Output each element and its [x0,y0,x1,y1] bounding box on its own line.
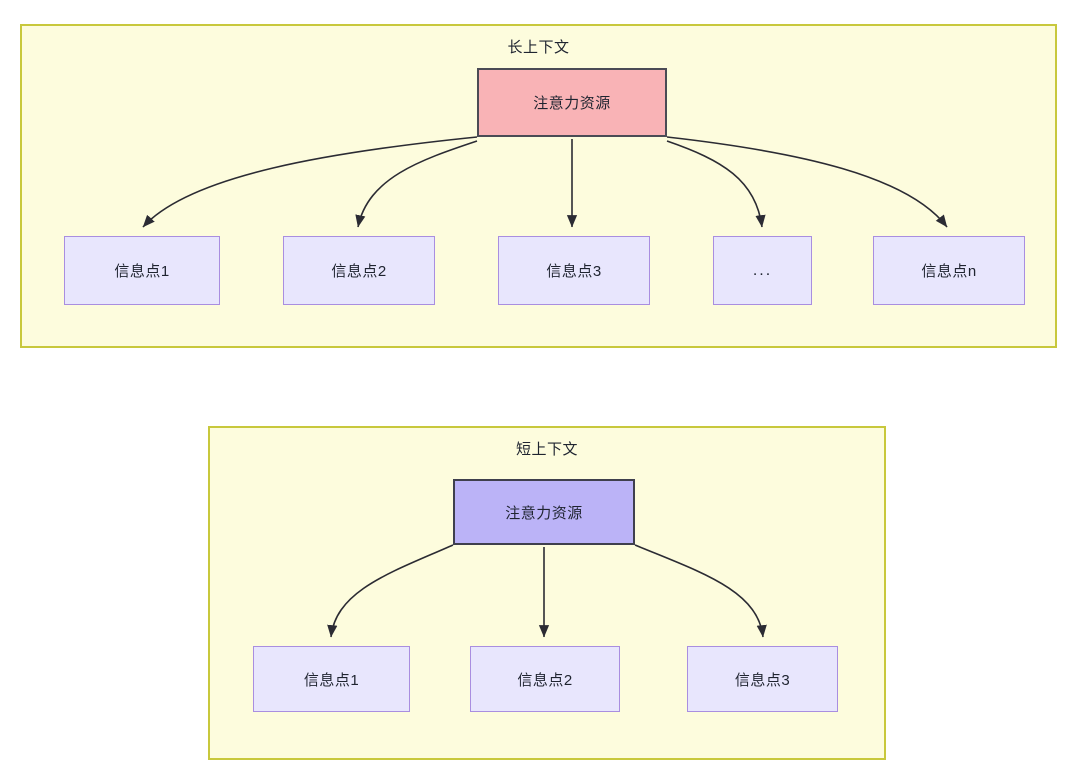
edge-long-to-info-4 [666,140,766,228]
node-label: 信息点3 [734,671,791,689]
node-info-point-3-long[interactable]: 信息点3 [498,236,650,305]
node-label: 信息点2 [331,263,387,280]
node-label: 信息点2 [517,671,573,689]
node-info-point-1-long[interactable]: 信息点1 [64,236,220,305]
node-attention-resource-short[interactable]: 注意力资源 [453,479,635,545]
group-title-long-context: 长上下文 [507,39,570,56]
edge-group-long [142,136,948,228]
node-label: ... [752,261,773,279]
edge-group-short [327,544,767,638]
node-label: 信息点n [921,263,977,280]
node-label: 信息点3 [546,263,602,280]
node-info-point-ellipsis-long[interactable]: ... [713,236,812,305]
edge-long-to-info-2 [355,140,478,228]
node-info-point-n-long[interactable]: 信息点n [873,236,1025,305]
node-info-point-3-short[interactable]: 信息点3 [687,646,838,712]
node-label: 信息点1 [114,263,170,280]
edge-long-to-info-5 [666,136,948,228]
node-label: 信息点1 [303,671,360,689]
node-label: 注意力资源 [505,504,583,522]
node-info-point-2-short[interactable]: 信息点2 [470,646,620,712]
edge-short-to-info-1 [327,544,454,638]
edge-short-to-info-3 [634,544,767,638]
node-info-point-1-short[interactable]: 信息点1 [253,646,410,712]
node-attention-resource-long[interactable]: 注意力资源 [477,68,667,137]
group-title-short-context: 短上下文 [515,441,578,458]
edge-long-to-info-1 [142,136,478,228]
node-label: 注意力资源 [533,95,611,112]
node-info-point-2-long[interactable]: 信息点2 [283,236,435,305]
